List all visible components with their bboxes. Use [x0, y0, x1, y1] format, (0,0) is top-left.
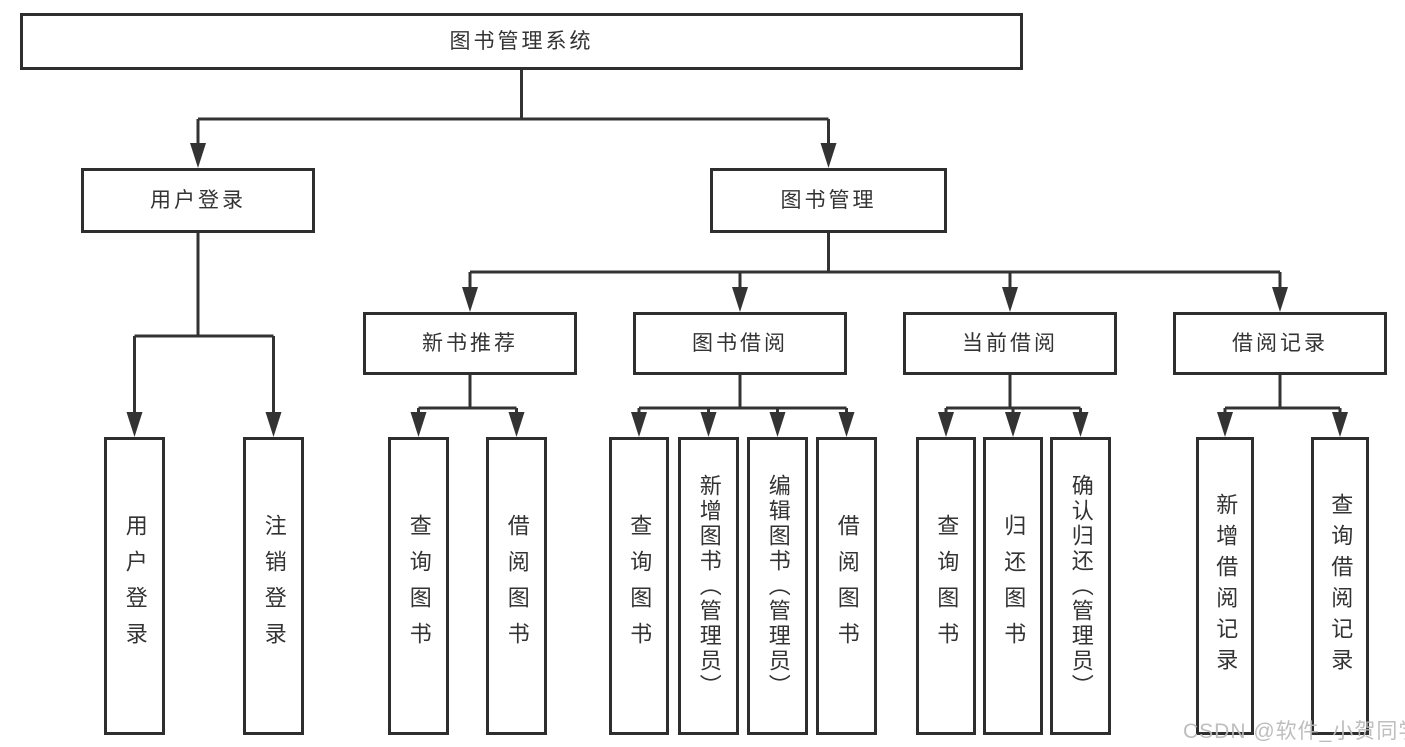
leaf-borrow-books-borrowing: 借阅图书	[816, 437, 877, 735]
leaf-add-book-admin: 新增图书（管理员）	[678, 437, 739, 735]
node-library-management-system: 图书管理系统	[20, 13, 1023, 70]
node-book-management: 图书管理	[710, 168, 947, 233]
leaf-query-borrow-record: 查询借阅记录	[1311, 437, 1369, 735]
leaf-confirm-return-admin: 确认归还（管理员）	[1050, 437, 1111, 735]
tree-edges	[133, 70, 1342, 414]
node-borrowing-records: 借阅记录	[1173, 312, 1387, 375]
leaf-add-borrow-record: 新增借阅记录	[1196, 437, 1254, 735]
leaf-return-books: 归还图书	[983, 437, 1043, 735]
node-new-book-recommendation: 新书推荐	[363, 312, 577, 375]
leaf-logout: 注销登录	[243, 437, 304, 735]
watermark: CSDN @软件_小贺同学	[1183, 720, 1405, 743]
leaf-edit-book-admin: 编辑图书（管理员）	[747, 437, 808, 735]
node-book-borrowing: 图书借阅	[633, 312, 847, 375]
node-current-borrowing: 当前借阅	[903, 312, 1117, 375]
node-user-login: 用户登录	[81, 168, 315, 233]
leaf-query-books-borrowing: 查询图书	[609, 437, 669, 735]
arrowhead-icons	[126, 143, 1348, 437]
leaf-borrow-books-recommend: 借阅图书	[486, 437, 547, 735]
leaf-user-login: 用户登录	[104, 437, 165, 735]
leaf-query-books-current: 查询图书	[916, 437, 976, 735]
leaf-query-books-recommend: 查询图书	[388, 437, 449, 735]
